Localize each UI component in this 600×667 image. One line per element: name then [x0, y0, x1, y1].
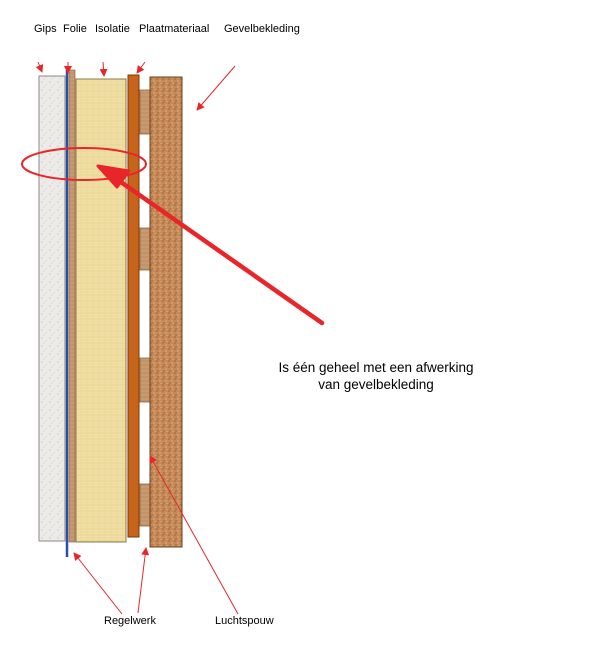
annotation-arrow-head	[96, 164, 131, 189]
cavity-batten-1	[139, 89, 151, 135]
isolatie-layer	[75, 78, 127, 543]
gips-layer	[38, 75, 66, 542]
annotation-line-1: Is één geheel met een afwerking	[278, 360, 474, 375]
label-regelwerk: Regelwerk	[104, 615, 156, 627]
label-folie: Folie	[63, 23, 87, 35]
arrow-plaatmateriaal	[136, 61, 146, 74]
arrow-regelwerk-1	[73, 552, 123, 615]
label-gips: Gips	[34, 23, 57, 35]
arrow-gips	[35, 61, 44, 73]
cavity-batten-4	[139, 483, 151, 527]
arrow-isolatie	[99, 61, 108, 77]
label-plaatmateriaal: Plaatmateriaal	[139, 23, 210, 35]
annotation-text: Is één geheel met een afwerking van geve…	[256, 359, 496, 393]
label-gevelbekleding: Gevelbekleding	[224, 23, 300, 35]
highlight-ellipse	[21, 147, 147, 181]
arrow-regelwerk-2	[137, 547, 150, 614]
label-isolatie: Isolatie	[95, 23, 130, 35]
annotation-line-2: van gevelbekleding	[318, 377, 434, 392]
annotation-arrow-shaft	[115, 177, 325, 326]
label-luchtspouw: Luchtspouw	[215, 615, 274, 627]
inner-batten-strip	[68, 69, 76, 543]
arrow-gevelbekleding	[196, 65, 236, 111]
plaatmateriaal-layer	[127, 74, 140, 538]
cavity-batten-2	[139, 227, 151, 271]
arrow-luchtspouw	[149, 455, 239, 615]
cavity-batten-3	[139, 357, 151, 403]
gevelbekleding-layer	[149, 76, 183, 548]
